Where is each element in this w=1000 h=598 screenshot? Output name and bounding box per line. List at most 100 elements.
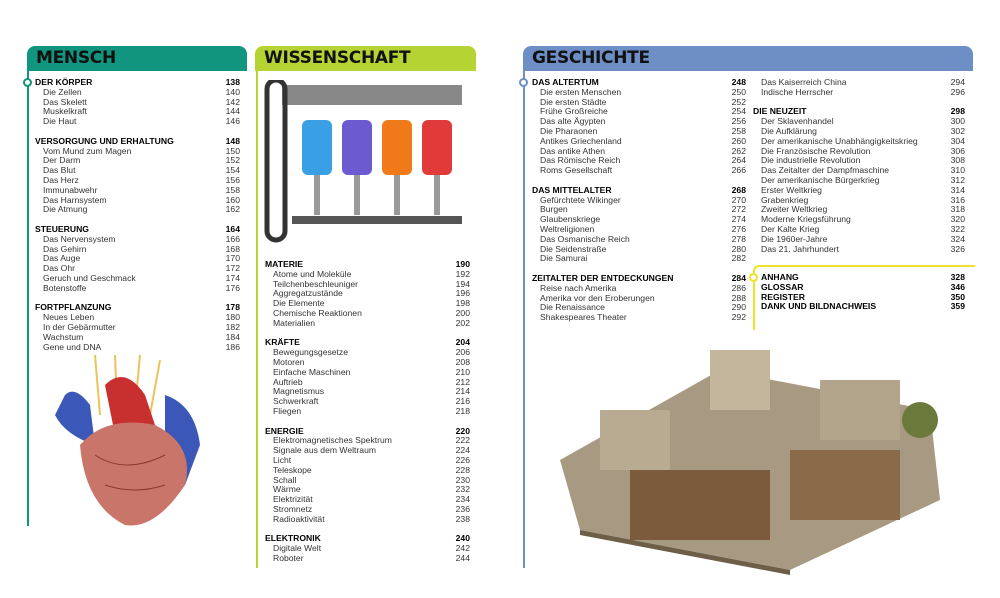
toc-entry-page: 144 [225,106,240,117]
toc-entry-page: 210 [455,366,470,377]
toc-entry-page: 270 [731,194,746,205]
